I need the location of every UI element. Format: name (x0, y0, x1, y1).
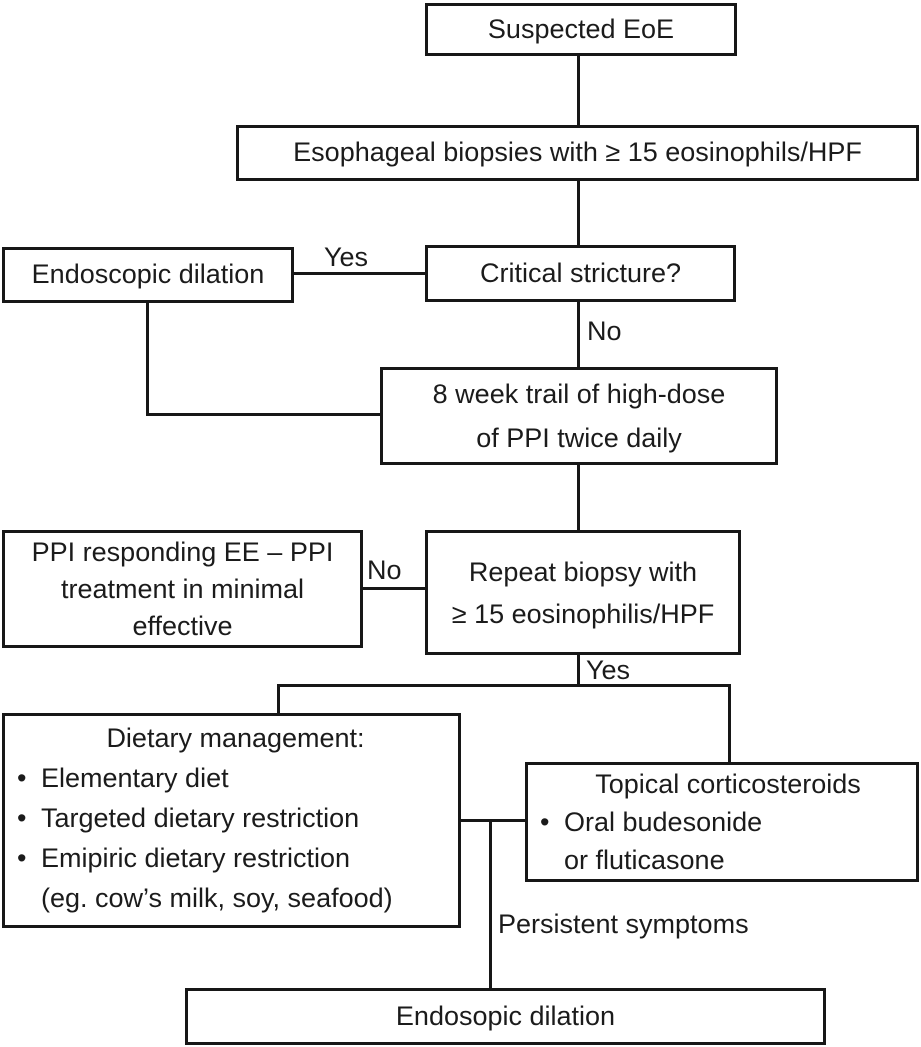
node-topical-title: Topical corticosteroids (595, 769, 861, 799)
node-dietary-management: Dietary management: • Elementary diet • … (2, 713, 461, 928)
node-suspected-eoe: Suspected EoE (425, 3, 737, 56)
connector-dietary-to-topical (461, 819, 525, 822)
list-item: • Targeted dietary restriction (17, 798, 454, 838)
node-esophageal-biopsies-label: Esophageal biopsies with ≥ 15 eosinophil… (293, 137, 862, 168)
connector-dilation-down (146, 303, 149, 416)
node-dietary-bullet3-continuation: (eg. cow’s milk, soy, seafood) (41, 883, 393, 913)
node-topical-bullet1: Oral budesonide (564, 807, 763, 837)
edge-label-repeat-yes: Yes (586, 655, 631, 685)
connector-branch-to-dietary (277, 687, 280, 713)
edge-label-critical-no: No (587, 316, 622, 346)
node-dietary-bullet3: Emipiric dietary restriction (41, 843, 351, 873)
connector-branch-to-topical (728, 687, 731, 762)
node-topical-bullet1-continuation: or fluticasone (564, 845, 725, 875)
node-critical-stricture: Critical stricture? (425, 245, 736, 302)
list-item: • Emipiric dietary restriction (17, 838, 454, 878)
node-dietary-bullet1: Elementary diet (41, 763, 229, 793)
node-ppi-responding-line3: effective (132, 610, 233, 641)
node-endoscopic-dilation: Endoscopic dilation (2, 247, 294, 303)
list-item: • Oral budesonide (540, 803, 916, 841)
connector-biopsies-to-critical (577, 181, 580, 245)
edge-label-critical-yes: Yes (324, 242, 369, 272)
node-ppi-responding-line2: treatment in minimal (60, 573, 305, 604)
node-suspected-eoe-label: Suspected EoE (487, 13, 675, 44)
node-esophageal-biopsies: Esophageal biopsies with ≥ 15 eosinophil… (236, 125, 919, 181)
edge-label-persistent-symptoms: Persistent symptoms (498, 909, 749, 939)
connector-critical-no-to-trial (577, 302, 580, 367)
node-critical-stricture-label: Critical stricture? (479, 257, 682, 288)
node-endoscopic-dilation-final: Endosopic dilation (185, 988, 826, 1045)
connector-critical-yes-to-dilation (294, 272, 425, 275)
bullet-icon: • (540, 807, 550, 837)
node-repeat-biopsy-line2: ≥ 15 eosinophilis/HPF (451, 598, 715, 629)
node-dietary-bullet2: Targeted dietary restriction (41, 803, 360, 833)
edge-label-repeat-no: No (367, 555, 402, 585)
node-ppi-responding-ee: PPI responding EE – PPI treatment in min… (2, 530, 363, 648)
node-repeat-biopsy: Repeat biopsy with ≥ 15 eosinophilis/HPF (425, 530, 741, 655)
connector-dilation-to-trial (146, 413, 380, 416)
bullet-icon: • (17, 803, 27, 833)
connector-suspected-to-biopsies (577, 55, 580, 125)
node-repeat-biopsy-line1: Repeat biopsy with (468, 556, 698, 587)
node-topical-corticosteroids: Topical corticosteroids • Oral budesonid… (525, 762, 919, 882)
node-ppi-responding-line1: PPI responding EE – PPI (31, 536, 334, 567)
node-ppi-trial: 8 week trail of high-dose of PPI twice d… (380, 367, 778, 465)
connector-branch-horizontal (277, 684, 731, 687)
bullet-icon: • (17, 763, 27, 793)
node-dietary-title: Dietary management: (106, 723, 365, 753)
node-endoscopic-dilation-label: Endoscopic dilation (31, 259, 265, 290)
connector-repeat-no-to-ppi (363, 587, 425, 590)
connector-repeat-yes-down (577, 655, 580, 686)
node-ppi-trial-line1: 8 week trail of high-dose (432, 379, 726, 409)
list-item: • Elementary diet (17, 758, 454, 798)
connector-trial-to-repeat (577, 465, 580, 530)
bullet-icon: • (17, 843, 27, 873)
connector-persistent-to-dilation (489, 822, 492, 988)
node-endoscopic-dilation-final-label: Endosopic dilation (395, 1000, 616, 1031)
node-ppi-trial-line2: of PPI twice daily (476, 423, 682, 453)
